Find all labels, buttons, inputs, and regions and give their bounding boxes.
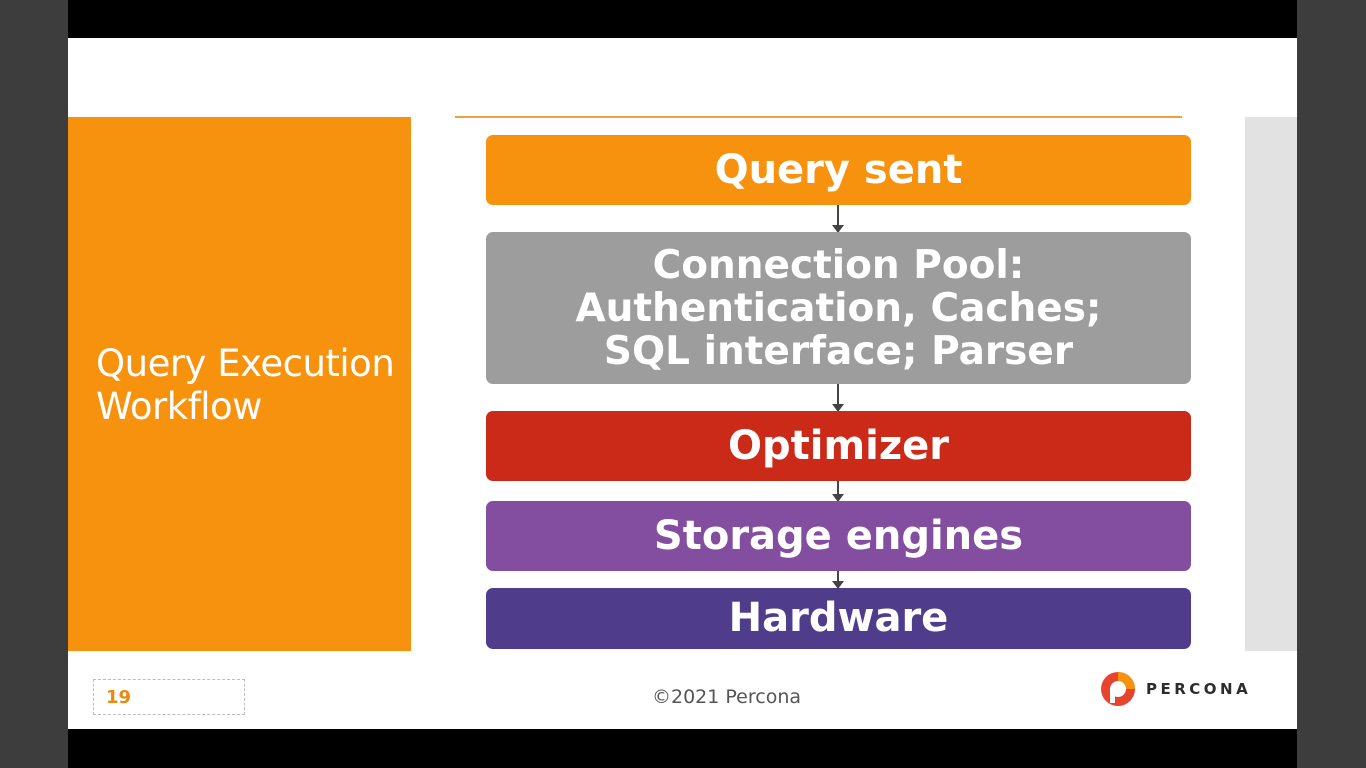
arrow-down-icon [832, 205, 844, 233]
arrow-down-icon [832, 481, 844, 502]
step-label: Storage engines [653, 512, 1024, 559]
logo-wordmark: PERCONA [1146, 680, 1252, 698]
step-connection-pool: Connection Pool: Authentication, Caches;… [486, 232, 1191, 384]
copyright-text: ©2021 Percona [652, 686, 802, 708]
letterbox-bottom [68, 729, 1297, 768]
step-label: Hardware [728, 595, 949, 641]
arrow-down-icon [832, 384, 844, 412]
slide-title: Query Execution Workflow [96, 342, 406, 428]
page-number: 19 [106, 687, 132, 708]
step-label-line-1: Connection Pool: [652, 242, 1025, 288]
step-optimizer: Optimizer [486, 411, 1191, 481]
step-query-sent: Query sent [486, 135, 1191, 205]
step-storage-engines: Storage engines [486, 501, 1191, 571]
screen-left-margin [0, 0, 68, 768]
page-number-box: 19 [93, 679, 245, 715]
step-label-line-3: SQL interface; Parser [603, 328, 1074, 374]
top-divider [455, 116, 1182, 118]
step-label: Optimizer [728, 422, 949, 469]
right-gray-panel [1245, 117, 1297, 651]
slide-title-line-2: Workflow [96, 385, 262, 428]
slide-title-line-1: Query Execution [96, 342, 395, 385]
step-label: Query sent [714, 146, 963, 193]
screen-right-margin [1297, 0, 1366, 768]
presentation-slide: Query Execution Workflow Query sent Conn… [68, 38, 1297, 729]
percona-logo: PERCONA [1100, 671, 1251, 707]
step-label-line-2: Authentication, Caches; [575, 285, 1102, 331]
letterbox-top [68, 0, 1297, 38]
percona-logo-icon [1101, 672, 1135, 706]
arrow-down-icon [832, 571, 844, 589]
step-hardware: Hardware [486, 588, 1191, 649]
title-panel: Query Execution Workflow [68, 117, 411, 651]
